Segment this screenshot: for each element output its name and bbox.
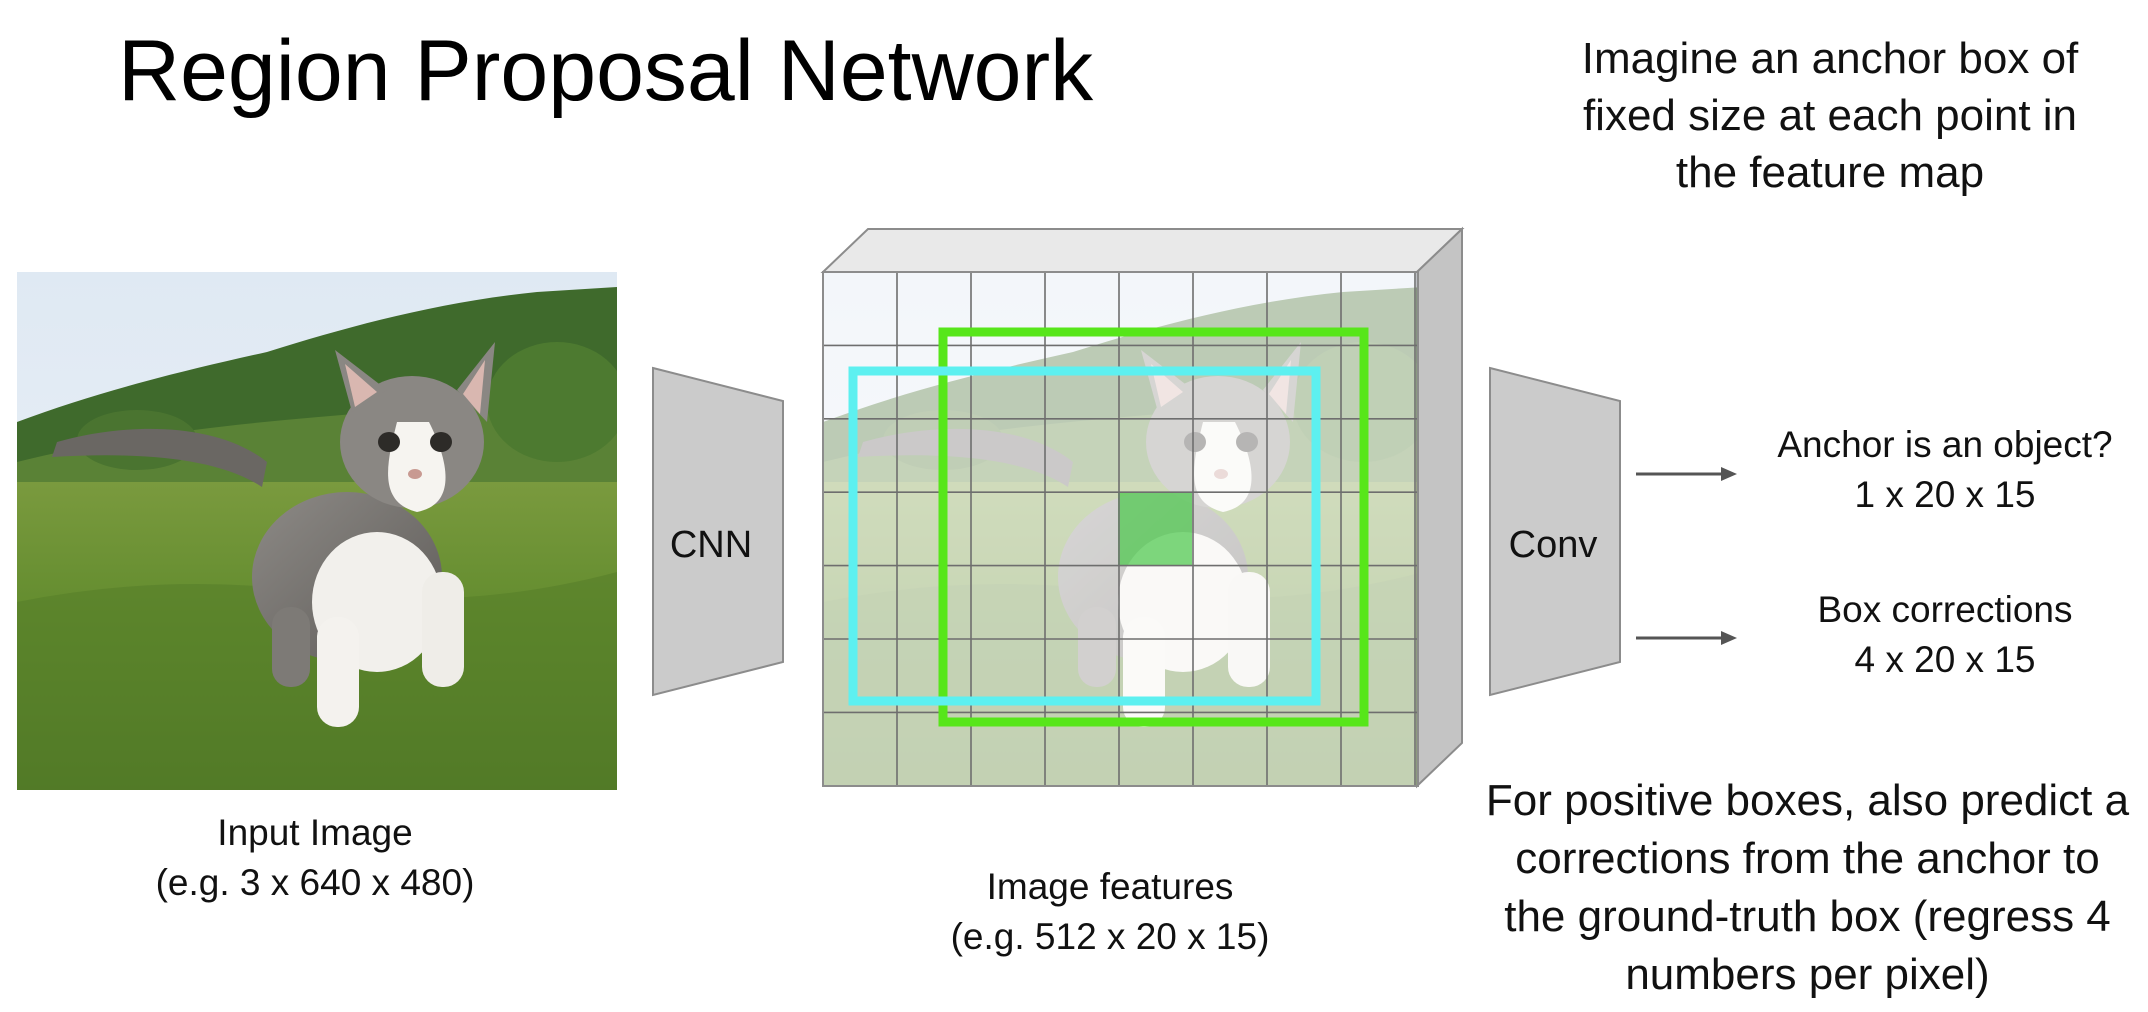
note-anchor-line: Imagine an anchor box of xyxy=(1581,34,2079,83)
cnn-block xyxy=(652,366,784,697)
note-anchor-box: Imagine an anchor box of fixed size at e… xyxy=(1530,30,2130,201)
feature-map-outline xyxy=(822,271,1419,787)
feature-map-block xyxy=(820,226,1465,789)
objectness-line: 1 x 20 x 15 xyxy=(1854,474,2036,515)
note-positive-line: the ground-truth box (regress 4 xyxy=(1504,892,2111,941)
box-corrections-line: Box corrections xyxy=(1817,589,2073,630)
arrow-box-corrections xyxy=(1636,631,1737,645)
features-caption-line: Image features xyxy=(986,866,1234,907)
note-positive-line: numbers per pixel) xyxy=(1625,950,1990,999)
output-objectness: Anchor is an object? 1 x 20 x 15 xyxy=(1745,420,2145,520)
note-positive-line: For positive boxes, also predict a xyxy=(1485,776,2130,825)
conv-block xyxy=(1489,366,1621,697)
input-caption-line: (e.g. 3 x 640 x 480) xyxy=(155,862,475,903)
input-image xyxy=(17,272,627,790)
anchor-box-green xyxy=(938,327,1369,727)
input-caption-line: Input Image xyxy=(217,812,413,853)
anchor-box-cyan xyxy=(848,366,1321,706)
note-positive-boxes: For positive boxes, also predict a corre… xyxy=(1470,772,2145,1004)
feature-map-top-face xyxy=(820,228,1465,273)
arrow-objectness xyxy=(1636,467,1737,481)
note-anchor-line: fixed size at each point in xyxy=(1582,91,2078,140)
anchor-cell xyxy=(1118,492,1192,565)
note-positive-line: corrections from the anchor to xyxy=(1515,834,2100,883)
feature-grid xyxy=(823,272,1418,786)
features-caption-line: (e.g. 512 x 20 x 15) xyxy=(950,916,1270,957)
slide-title: Region Proposal Network xyxy=(118,23,1094,119)
input-image-caption: Input Image (e.g. 3 x 640 x 480) xyxy=(115,808,515,908)
conv-label: Conv xyxy=(1509,524,1598,566)
note-anchor-line: the feature map xyxy=(1675,148,1985,197)
box-corrections-line: 4 x 20 x 15 xyxy=(1854,639,2036,680)
image-features-caption: Image features (e.g. 512 x 20 x 15) xyxy=(910,862,1310,962)
feature-map-side-face xyxy=(1416,226,1463,789)
objectness-line: Anchor is an object? xyxy=(1777,424,2113,465)
output-box-corrections: Box corrections 4 x 20 x 15 xyxy=(1745,585,2145,685)
cnn-label: CNN xyxy=(670,524,752,566)
